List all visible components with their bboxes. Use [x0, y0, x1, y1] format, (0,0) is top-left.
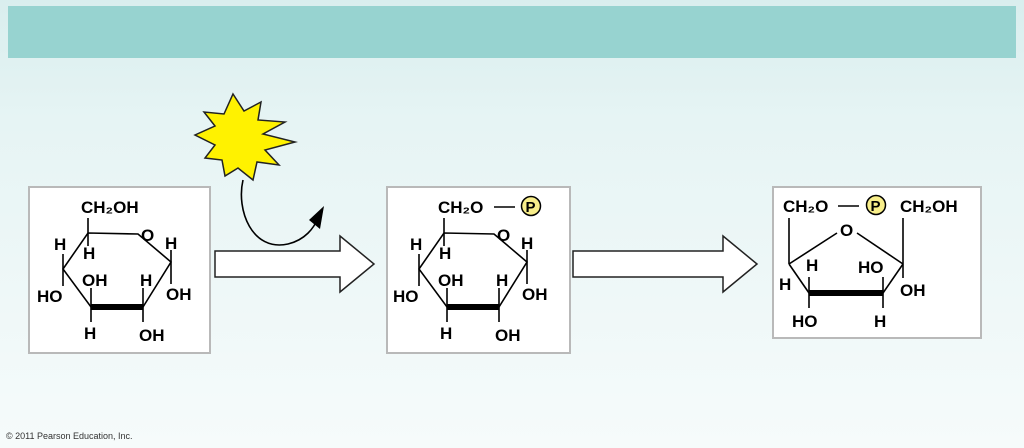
glucose-structure: CH₂OH O H H H HO OH H OH H OH	[37, 198, 192, 345]
f6p-ch2oh-label: CH₂OH	[900, 197, 958, 216]
g6p-h-c2-label: H	[496, 271, 508, 290]
f6p-ho-right-label: HO	[858, 258, 884, 277]
g6p-h-c3-down-label: H	[440, 324, 452, 343]
g6p-h-c1-label: H	[521, 234, 533, 253]
g6p-h-c4-label: H	[410, 235, 422, 254]
glucose-oh-c3-label: OH	[82, 271, 108, 290]
curved-arrow-head-icon	[309, 206, 324, 229]
glucose-h-c3-down-label: H	[84, 324, 96, 343]
f6p-ch2o-label: CH₂O	[783, 197, 828, 216]
g6p-oh-c1-label: OH	[522, 285, 548, 304]
header-banner	[8, 6, 1016, 58]
energy-starburst-icon	[193, 92, 298, 182]
glucose-h-c4-label: H	[54, 235, 66, 254]
g6p-oh-c3-label: OH	[438, 271, 464, 290]
glucose-h-c2-label: H	[140, 271, 152, 290]
reaction-arrow-2	[572, 234, 759, 294]
f6p-ring-oxygen-label: O	[840, 221, 853, 240]
f6p-oh-right-label: OH	[900, 281, 926, 300]
f6p-phosphate-label: P	[871, 198, 881, 215]
glucose-6-phosphate-box	[386, 186, 571, 354]
curved-arrow	[240, 179, 319, 246]
g6p-oh-bottom-label: OH	[495, 326, 521, 345]
f6p-h-upper-label: H	[806, 256, 818, 275]
glucose-ring-oxygen-label: O	[141, 226, 154, 245]
reaction-arrow-1	[214, 234, 376, 294]
glucose-6-phosphate-structure: CH₂O P O H H H HO OH H OH H OH	[393, 195, 548, 345]
glucose-box	[28, 186, 211, 354]
copyright-notice: © 2011 Pearson Education, Inc.	[6, 431, 133, 441]
glucose-ho-c4-label: HO	[37, 287, 63, 306]
glucose-h-c1-label: H	[165, 234, 177, 253]
f6p-h-left-label: H	[779, 275, 791, 294]
f6p-ho-bottom-label: HO	[792, 312, 818, 331]
fructose-6-phosphate-structure: CH₂O P CH₂OH O H H HO OH HO H	[779, 194, 958, 331]
g6p-phosphate-label: P	[526, 199, 536, 216]
g6p-ch2o-label: CH₂O	[438, 198, 483, 217]
glucose-ch2oh-label: CH₂OH	[81, 198, 139, 217]
g6p-h-c5-label: H	[439, 244, 451, 263]
glucose-oh-c1-label: OH	[166, 285, 192, 304]
glucose-oh-bottom-label: OH	[139, 326, 165, 345]
f6p-h-bottom-label: H	[874, 312, 886, 331]
g6p-ring-oxygen-label: O	[497, 226, 510, 245]
g6p-ho-c4-label: HO	[393, 287, 419, 306]
f6p-phosphate-circle	[865, 194, 887, 216]
glucose-h-c5-label: H	[83, 244, 95, 263]
g6p-phosphate-circle	[520, 195, 542, 217]
